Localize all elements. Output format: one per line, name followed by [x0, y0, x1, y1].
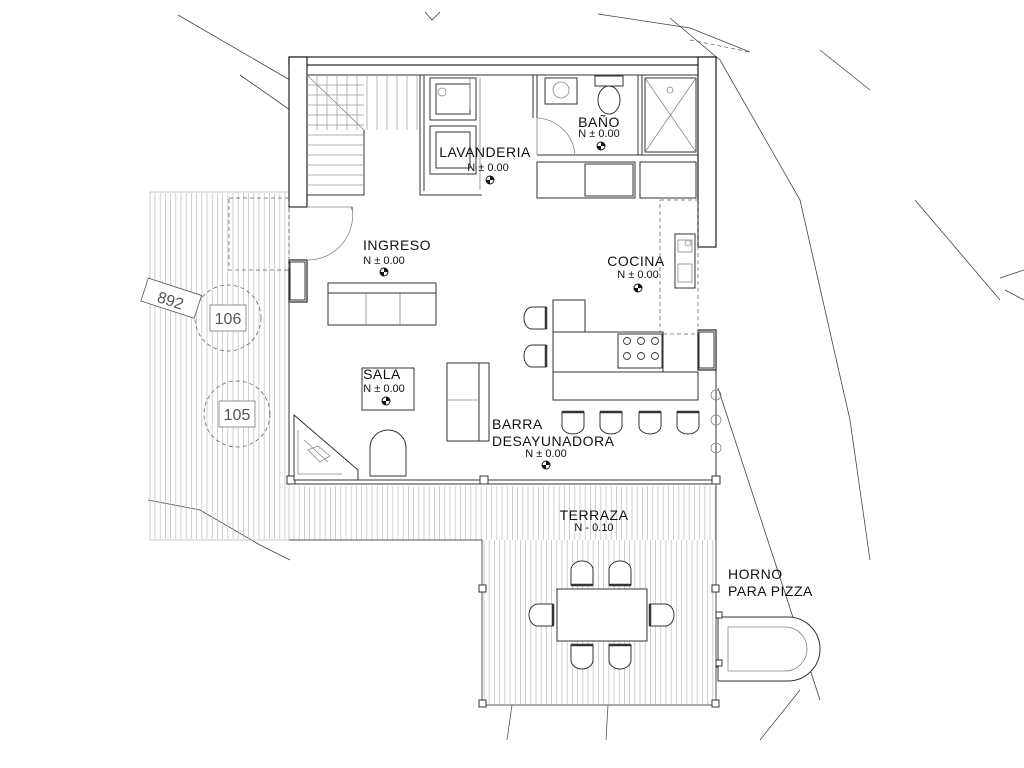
level-quadrant — [386, 397, 390, 401]
level-symbol — [541, 460, 551, 470]
level-symbol — [596, 141, 606, 151]
chair-seat — [528, 603, 554, 627]
site-line — [605, 704, 609, 741]
stove-burner — [637, 337, 645, 345]
bar-stool — [599, 410, 623, 435]
stool-seat — [676, 411, 700, 435]
room-labels: LAVANDERIA N ± 0.00 BAÑO N ± 0.00 INGRES… — [363, 114, 813, 599]
room-label-lavanderia: LAVANDERIA — [439, 144, 531, 160]
level-quadrant — [601, 142, 605, 146]
house-walls — [286, 56, 721, 485]
contour-label: 892 — [140, 277, 203, 319]
dining-chair — [608, 643, 632, 670]
laundry-fixtures — [429, 77, 481, 190]
bar-stool — [561, 410, 585, 435]
deck-post — [711, 699, 720, 708]
level-quadrant — [382, 401, 386, 405]
level-quadrant — [597, 146, 601, 150]
chair-seat — [649, 603, 675, 627]
level-symbol — [633, 283, 643, 293]
dining-set — [528, 560, 675, 670]
tree-number-label: 106 — [215, 311, 242, 328]
corner-fireplace — [293, 413, 359, 481]
level-markers — [379, 141, 643, 470]
dining-chair — [570, 560, 594, 587]
right-wall-markers — [710, 389, 722, 454]
level-quadrant — [490, 176, 494, 180]
bar-stools — [523, 306, 700, 435]
kitchen-fixtures — [536, 161, 699, 401]
level-quadrant — [634, 288, 638, 292]
living-room-furniture — [327, 282, 490, 477]
oven-label-line2: PARA PIZZA — [728, 583, 813, 599]
bathroom-fixtures — [544, 75, 697, 153]
tree-106: 106 — [194, 284, 262, 352]
deck-post — [711, 584, 720, 593]
stool-seat — [599, 411, 623, 435]
stool-seat — [523, 344, 547, 368]
room-label-bano: BAÑO — [578, 114, 620, 130]
level-label-ingreso: N ± 0.00 — [363, 255, 405, 267]
stool-seat — [523, 306, 547, 330]
chair-seat — [608, 560, 632, 586]
level-symbol — [379, 267, 389, 277]
level-label-bano: N ± 0.00 — [578, 128, 620, 140]
level-quadrant — [638, 284, 642, 288]
room-label-sala: SALA — [363, 366, 401, 382]
stove-burner — [651, 337, 659, 345]
room-label-barra: BARRA — [492, 416, 543, 432]
tree-number-label: 105 — [224, 407, 251, 424]
dining-chair — [570, 643, 594, 670]
chair-seat — [608, 644, 632, 670]
room-label-ingreso: INGRESO — [363, 237, 431, 253]
stool-seat — [561, 411, 585, 435]
tree-105: 105 — [203, 380, 271, 448]
level-label-barra: N ± 0.00 — [525, 448, 567, 460]
level-label-lavanderia: N ± 0.00 — [467, 162, 509, 174]
bar-stool — [523, 306, 548, 330]
level-quadrant — [542, 465, 546, 469]
deck-post — [478, 584, 487, 593]
bar-stool — [523, 344, 548, 368]
stove-burner — [623, 352, 631, 360]
chair-seat — [570, 644, 594, 670]
stool-seat — [638, 411, 662, 435]
level-quadrant — [546, 461, 550, 465]
terrace-outline — [289, 484, 717, 706]
bar-stool — [638, 410, 662, 435]
stove-burner — [637, 352, 645, 360]
oven-label-line1: HORNO — [728, 566, 783, 582]
room-label-desayunadora: DESAYUNADORA — [492, 433, 615, 449]
dining-chair — [528, 603, 555, 627]
staircase — [306, 74, 418, 196]
level-symbol — [485, 175, 495, 185]
left-deck — [149, 191, 290, 541]
level-quadrant — [384, 268, 388, 272]
level-label-terraza: N - 0.10 — [574, 522, 613, 534]
room-label-cocina: COCINA — [607, 253, 665, 269]
level-quadrant — [380, 272, 384, 276]
pizza-oven — [715, 611, 821, 682]
chair-seat — [570, 560, 594, 586]
dining-chair — [608, 560, 632, 587]
level-quadrant — [486, 180, 490, 184]
bar-stool — [676, 410, 700, 435]
deck-post — [478, 699, 487, 708]
dining-chair — [648, 603, 675, 627]
stove-burner — [623, 337, 631, 345]
room-label-terraza: TERRAZA — [560, 507, 629, 523]
stove-burner — [651, 352, 659, 360]
doors — [228, 117, 576, 271]
level-label-sala: N ± 0.00 — [363, 383, 405, 395]
site-line — [506, 704, 513, 741]
level-symbol — [381, 396, 391, 406]
level-label-cocina: N ± 0.00 — [617, 269, 659, 281]
